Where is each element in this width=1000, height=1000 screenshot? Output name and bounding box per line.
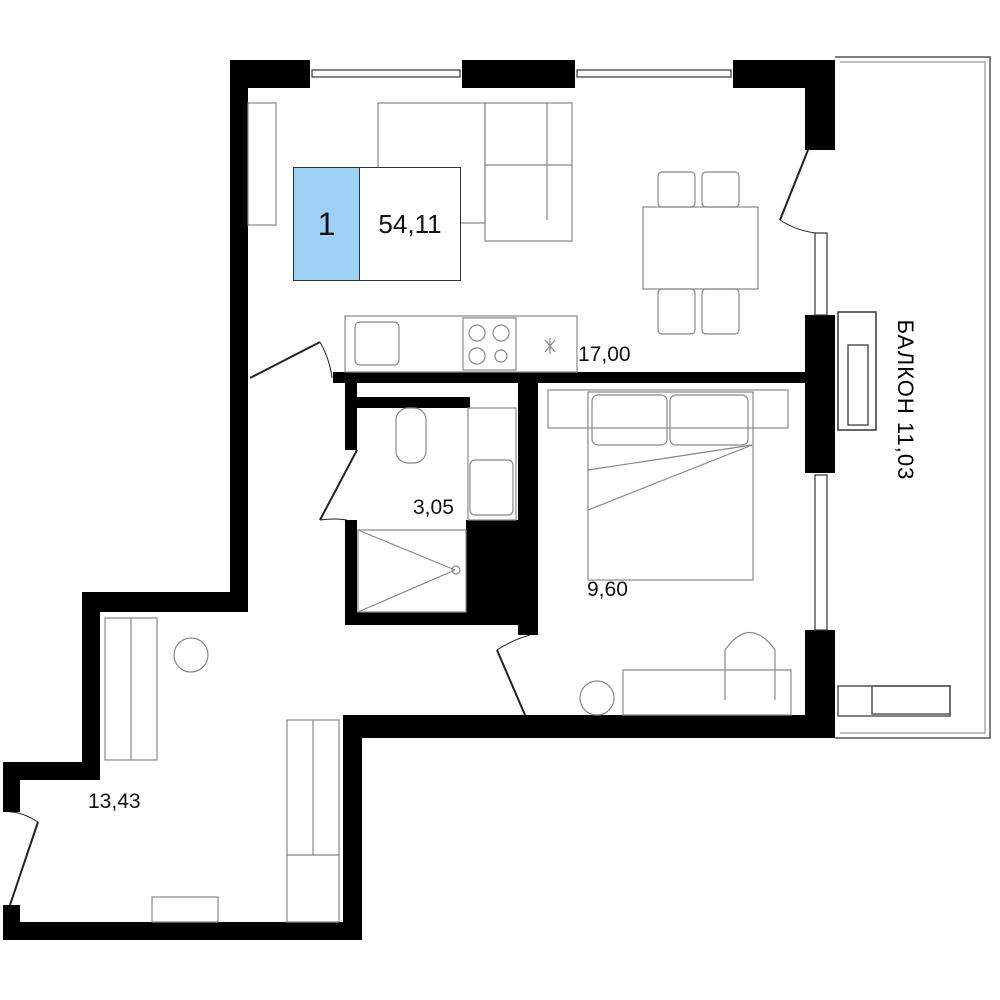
washbasin-icon — [469, 459, 514, 516]
doors — [9, 149, 816, 906]
balcony-label: БАЛКОН 11,03 — [893, 319, 918, 481]
shoe-rack — [286, 854, 340, 923]
washer-dryer — [485, 540, 513, 600]
desk — [622, 669, 792, 716]
total-area-label: 54,11 — [360, 167, 461, 281]
hallway-area: 13,43 — [88, 790, 141, 813]
sink-icon — [354, 321, 400, 366]
headboard — [547, 389, 789, 429]
bench — [151, 896, 219, 923]
balcony-railing — [835, 56, 991, 739]
kitchen-counter — [344, 315, 578, 373]
dining-table — [642, 206, 759, 290]
bathroom-area: 3,05 — [413, 496, 454, 519]
rooms-count-badge: 1 — [293, 167, 360, 281]
stove-icon — [462, 317, 517, 371]
walls — [3, 60, 835, 940]
living-kitchen-area: 17,00 — [578, 343, 631, 366]
toilet-icon — [395, 407, 427, 464]
sofa — [484, 102, 573, 242]
windows — [311, 69, 828, 631]
furniture — [104, 102, 792, 923]
chair — [724, 632, 776, 700]
bedroom-area: 9,60 — [587, 578, 628, 601]
lamp-icon-hall — [173, 637, 209, 673]
shower-icon — [357, 529, 467, 613]
bed-icon — [587, 391, 754, 581]
lamp-icon — [579, 680, 615, 716]
tv-stand — [247, 102, 277, 226]
